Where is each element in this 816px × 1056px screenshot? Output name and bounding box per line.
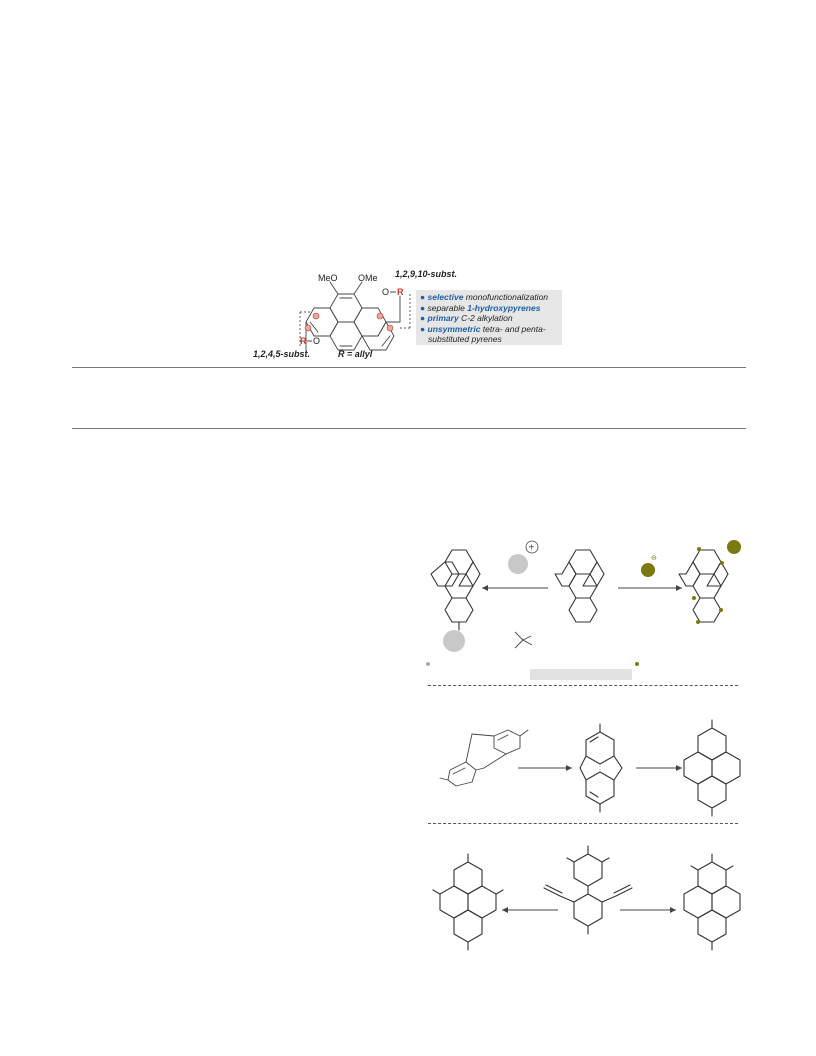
scheme-pentamethylpyrene xyxy=(683,853,741,951)
scheme-pyrene-left xyxy=(430,549,481,631)
scheme-olive-dot xyxy=(720,561,724,565)
toc-bullet-rest: substituted pyrenes xyxy=(428,334,502,344)
scheme-grey-ball-left xyxy=(443,630,465,652)
toc-bullet-pre: separable xyxy=(427,302,468,313)
toc-label-r: R = allyl xyxy=(338,349,373,359)
toc-methoxy-left: MeO xyxy=(318,273,338,283)
toc-bullet-continuation: substituted pyrenes xyxy=(420,334,558,345)
toc-bullet-rest: tetra- and penta- xyxy=(480,323,546,334)
toc-structure-svg: MeO OMe 1,2,9,10-subst. O R R O 1,2,4,5-… xyxy=(253,269,457,359)
scheme-tetramethylpyrene xyxy=(432,853,504,951)
scheme-separator-1 xyxy=(428,685,738,686)
toc-red-marker xyxy=(312,312,320,320)
toc-bullet-emph: 1-hydroxypyrenes xyxy=(467,302,541,313)
toc-r-left: R xyxy=(300,336,307,346)
scheme-charge-plus-circle xyxy=(525,540,539,554)
divider-top xyxy=(72,367,746,368)
toc-graphic: MeO OMe 1,2,9,10-subst. O R R O 1,2,4,5-… xyxy=(250,268,570,368)
toc-bullet: ● separable 1-hydroxypyrenes xyxy=(420,302,541,313)
toc-red-marker xyxy=(386,324,394,332)
toc-bullet-emph: unsymmetric xyxy=(427,323,481,334)
toc-label-top: 1,2,9,10-subst. xyxy=(395,269,457,279)
scheme-diyne-precursor xyxy=(543,845,633,935)
toc-bullet: ● selective monofunctionalization xyxy=(420,292,549,302)
toc-bullet: ● primary C-2 alkylation xyxy=(420,313,513,323)
scheme-svg: + ⊖ xyxy=(426,540,741,951)
toc-dashed-tethers xyxy=(299,294,411,346)
toc-label-bottom-left: 1,2,4,5-subst. xyxy=(253,349,310,359)
toc-pyrene-core xyxy=(305,281,401,355)
divider-bottom xyxy=(72,428,746,429)
scheme-grey-ball-electrophile xyxy=(508,554,528,574)
scheme-olive-dot xyxy=(697,547,701,551)
scheme-dimethylpyrene xyxy=(683,719,741,817)
scheme-olive-ball-product xyxy=(727,540,741,554)
toc-bullet-rest: C-2 alkylation xyxy=(458,313,513,323)
toc-bullet-emph: selective xyxy=(427,292,464,302)
toc-bullet-emph: primary xyxy=(427,313,459,323)
toc-red-marker xyxy=(376,312,384,320)
scheme-dihydropyrene xyxy=(579,723,623,813)
scheme-olive-ball-nucleophile xyxy=(641,563,655,577)
scheme-cyclophane xyxy=(439,729,529,787)
toc-methoxy-right: OMe xyxy=(358,273,378,283)
scheme-olive-dot-label xyxy=(635,662,639,666)
toc-o-right: O xyxy=(382,287,389,297)
scheme-olive-dot xyxy=(692,596,696,600)
scheme-pyrene-center xyxy=(554,549,605,623)
scheme-separator-2 xyxy=(428,823,738,824)
scheme-grey-dot-label xyxy=(426,662,430,666)
toc-bullet-rest: monofunctionalization xyxy=(463,292,549,302)
toc-bullet: ● unsymmetric tetra- and penta- xyxy=(420,323,546,334)
toc-r-right: R xyxy=(397,287,404,297)
scheme-figure: + ⊖ xyxy=(420,530,750,960)
scheme-label-bar xyxy=(530,669,632,680)
toc-red-marker xyxy=(304,324,312,332)
scheme-tbu-mark xyxy=(514,631,533,649)
scheme-charge-minus: ⊖ xyxy=(651,555,657,562)
scheme-olive-dot xyxy=(719,608,723,612)
scheme-charge-plus: + xyxy=(529,543,535,554)
toc-feature-panel: ● selective monofunctionalization ● sepa… xyxy=(416,290,562,345)
toc-o-left: O xyxy=(313,336,320,346)
scheme-olive-dot xyxy=(696,620,700,624)
